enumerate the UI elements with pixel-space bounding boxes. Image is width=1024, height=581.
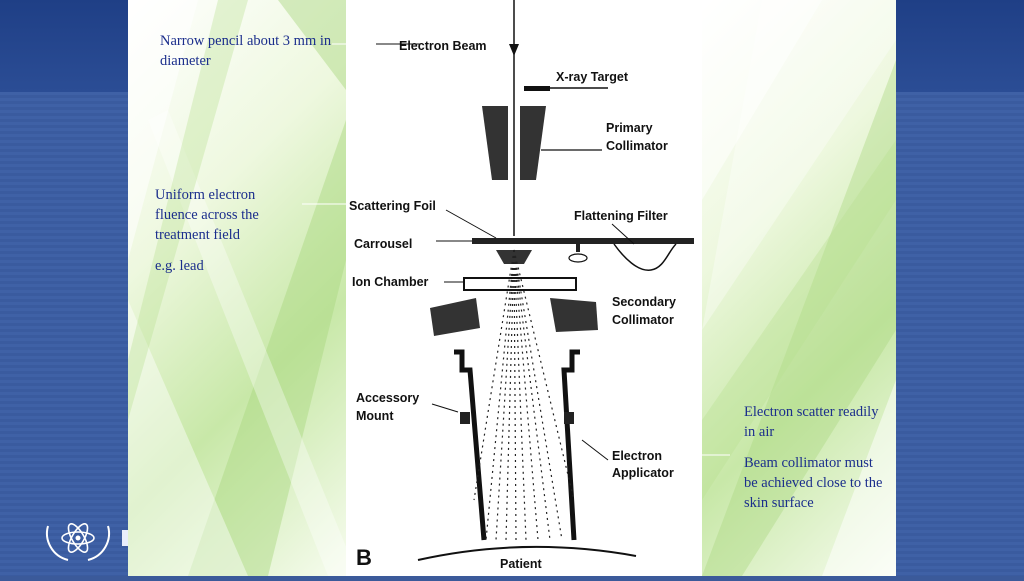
label-secondary-collimator-1: Secondary [612, 295, 676, 309]
panel-letter: B [356, 545, 372, 570]
flattening-filter [613, 243, 677, 271]
beam-arrow-icon [509, 44, 519, 56]
carrousel [472, 238, 694, 244]
right-panel-rays [702, 0, 896, 576]
label-xray-target: X-ray Target [556, 70, 629, 84]
label-flattening-filter: Flattening Filter [574, 209, 668, 223]
label-patient: Patient [500, 557, 543, 571]
label-accessory-mount-2: Mount [356, 409, 394, 423]
label-accessory-mount-1: Accessory [356, 391, 419, 405]
left-panel-rays [128, 0, 346, 576]
right-annotation-panel: Electron scatter readily in air Beam col… [702, 0, 896, 576]
left-annotation-panel: Narrow pencil about 3 mm in diameter Uni… [128, 0, 346, 576]
electron-linac-schematic: Electron Beam X-ray Target Primary Colli… [349, 0, 694, 571]
foil-example: e.g. lead [155, 258, 204, 274]
linac-diagram: Electron Beam X-ray Target Primary Colli… [346, 0, 702, 576]
label-carrousel: Carrousel [354, 237, 412, 251]
label-scattering-foil: Scattering Foil [349, 199, 436, 213]
applicator-wall-right [561, 349, 580, 541]
label-electron-beam: Electron Beam [399, 39, 487, 53]
label-electron-applicator-1: Electron [612, 449, 662, 463]
foil-annotation: Uniform electron fluence across the trea… [155, 187, 259, 243]
partial-footer-letter [122, 530, 128, 546]
scattered-electron-paths [473, 249, 575, 541]
secondary-collimator-right [550, 298, 598, 332]
atom-logo-icon [46, 523, 110, 561]
scatter-annotation: Electron scatter readily in air [744, 404, 879, 440]
label-ion-chamber: Ion Chamber [352, 275, 429, 289]
label-secondary-collimator-2: Collimator [612, 313, 674, 327]
secondary-collimator-left [430, 298, 480, 336]
label-electron-applicator-2: Applicator [612, 466, 674, 480]
patient-surface [417, 545, 637, 561]
applicator-wall-left [454, 349, 487, 541]
label-primary-collimator-2: Collimator [606, 139, 668, 153]
xray-target [524, 86, 550, 91]
collimator-annotation: Beam collimator must be achieved close t… [744, 455, 883, 511]
ion-chamber [463, 277, 577, 291]
beam-annotation: Narrow pencil about 3 mm in diameter [160, 33, 332, 69]
primary-collimator-right [520, 106, 546, 180]
label-primary-collimator-1: Primary [606, 121, 653, 135]
primary-collimator-left [482, 106, 508, 180]
